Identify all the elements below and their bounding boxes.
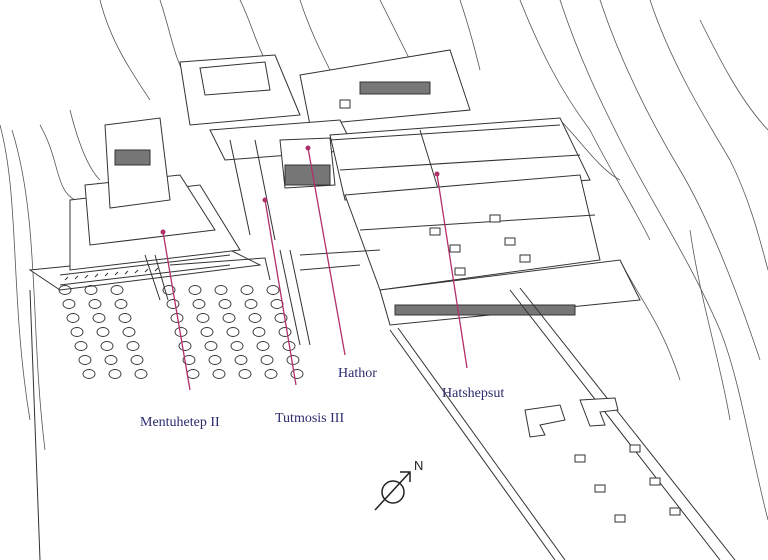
- tree: [230, 341, 244, 351]
- tree: [96, 327, 110, 337]
- tree: [186, 369, 200, 379]
- tree: [122, 327, 136, 337]
- tree: [118, 313, 132, 323]
- tree: [266, 285, 280, 295]
- tree: [192, 299, 206, 309]
- tree: [70, 327, 84, 337]
- tree: [78, 355, 92, 365]
- tree: [208, 355, 222, 365]
- tree: [126, 341, 140, 351]
- tree: [196, 313, 210, 323]
- pointer-dot-mentuhetep: [160, 229, 166, 235]
- tree: [166, 299, 180, 309]
- mentuhetep-temple: [28, 117, 262, 291]
- pointer-dot-hatshepsut: [434, 171, 440, 177]
- tree: [82, 369, 96, 379]
- label-hatshepsut: Hatshepsut: [442, 386, 505, 401]
- tree: [218, 299, 232, 309]
- tree: [240, 285, 254, 295]
- tree: [274, 313, 288, 323]
- tree: [114, 299, 128, 309]
- tree: [248, 313, 262, 323]
- tree: [100, 341, 114, 351]
- tree: [286, 355, 300, 365]
- tree: [244, 299, 258, 309]
- pointer-dot-tutmosis: [262, 197, 268, 203]
- tree: [104, 355, 118, 365]
- tree: [200, 327, 214, 337]
- pointer-mentuhetep: [162, 231, 191, 391]
- tree: [66, 313, 80, 323]
- causeways: [29, 249, 736, 560]
- tree: [182, 355, 196, 365]
- pointer-dot-hathor: [305, 145, 311, 151]
- tree: [58, 285, 72, 295]
- tree: [110, 285, 124, 295]
- pointer-tutmosis: [264, 199, 297, 386]
- tree: [178, 341, 192, 351]
- tree: [270, 299, 284, 309]
- tree: [88, 299, 102, 309]
- tree: [278, 327, 292, 337]
- tree: [62, 299, 76, 309]
- cliff-lines: [0, 0, 768, 521]
- tree: [264, 369, 278, 379]
- tree: [74, 341, 88, 351]
- pointer-lines: [160, 145, 468, 391]
- tree: [84, 285, 98, 295]
- pointer-hathor: [307, 147, 346, 356]
- tree: [290, 369, 304, 379]
- hatshepsut-terraces: [169, 174, 641, 326]
- tree: [222, 313, 236, 323]
- pointer-hatshepsut: [436, 173, 468, 369]
- tree: [204, 341, 218, 351]
- north-arrow-icon: [374, 471, 411, 511]
- tree: [238, 369, 252, 379]
- tree: [214, 285, 228, 295]
- tree: [256, 341, 270, 351]
- tree: [134, 369, 148, 379]
- tree: [260, 355, 274, 365]
- tree: [212, 369, 226, 379]
- tree: [108, 369, 122, 379]
- tree: [92, 313, 106, 323]
- label-tutmosis: Tutmosis III: [275, 411, 345, 426]
- tree: [234, 355, 248, 365]
- tree: [162, 285, 176, 295]
- tree: [252, 327, 266, 337]
- tree: [188, 285, 202, 295]
- tree-grove: [58, 285, 304, 379]
- label-hathor: Hathor: [338, 366, 377, 381]
- tree: [226, 327, 240, 337]
- tree: [130, 355, 144, 365]
- compass-north-label: N: [414, 458, 424, 473]
- label-mentuhetep: Mentuhetep II: [140, 415, 220, 430]
